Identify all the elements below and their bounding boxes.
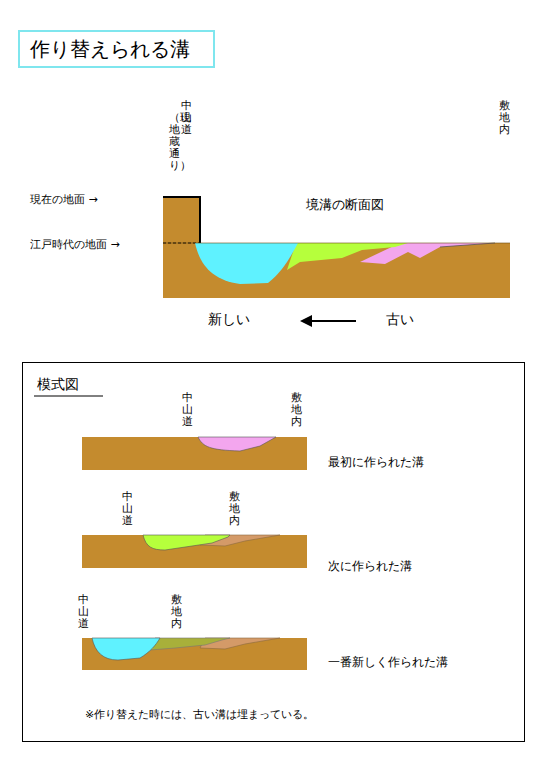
present-ground-line <box>163 197 200 243</box>
level-label: 江戸時代の地面 → <box>30 238 120 251</box>
title-box: 作り替えられる溝 <box>18 30 215 68</box>
direction-label: 新しい <box>208 311 250 328</box>
road-label: 中山道 <box>122 491 133 527</box>
road-label: 中山道 <box>182 392 193 428</box>
stage-label: 一番新しく作られた溝 <box>328 655 448 669</box>
road-label: 中山道 <box>181 100 192 136</box>
site-label: 敷地内 <box>229 491 240 527</box>
ground-surface <box>163 243 510 244</box>
ground <box>163 197 510 298</box>
site-label: 敷地内 <box>171 594 182 630</box>
cross-section <box>163 197 510 298</box>
second-ditch <box>287 243 408 270</box>
stage-label: 次に作られた溝 <box>328 559 412 573</box>
level-label: 現在の地面 → <box>30 193 98 206</box>
site-label: 敷地内 <box>291 392 302 428</box>
schematic-2 <box>82 535 307 568</box>
road-label: （現地蔵通り） <box>169 112 180 172</box>
newest-ditch <box>195 243 298 284</box>
ditch-edge <box>440 243 495 247</box>
panel-heading: 模式図 <box>37 376 79 394</box>
site-label: 敷地内 <box>499 100 510 136</box>
road-label: 中山道 <box>78 594 89 630</box>
section-label: 境溝の断面図 <box>306 197 384 213</box>
panel-box: 模式図 <box>22 362 525 742</box>
note-text: ※作り替えた時には、古い溝は埋まっている。 <box>85 708 314 721</box>
schematic-1 <box>82 437 307 470</box>
direction-label: 古い <box>386 311 414 328</box>
heading-underline <box>34 396 103 397</box>
schematic-3 <box>82 638 307 670</box>
direction-arrow <box>300 315 356 327</box>
stage-label: 最初に作られた溝 <box>328 455 424 469</box>
